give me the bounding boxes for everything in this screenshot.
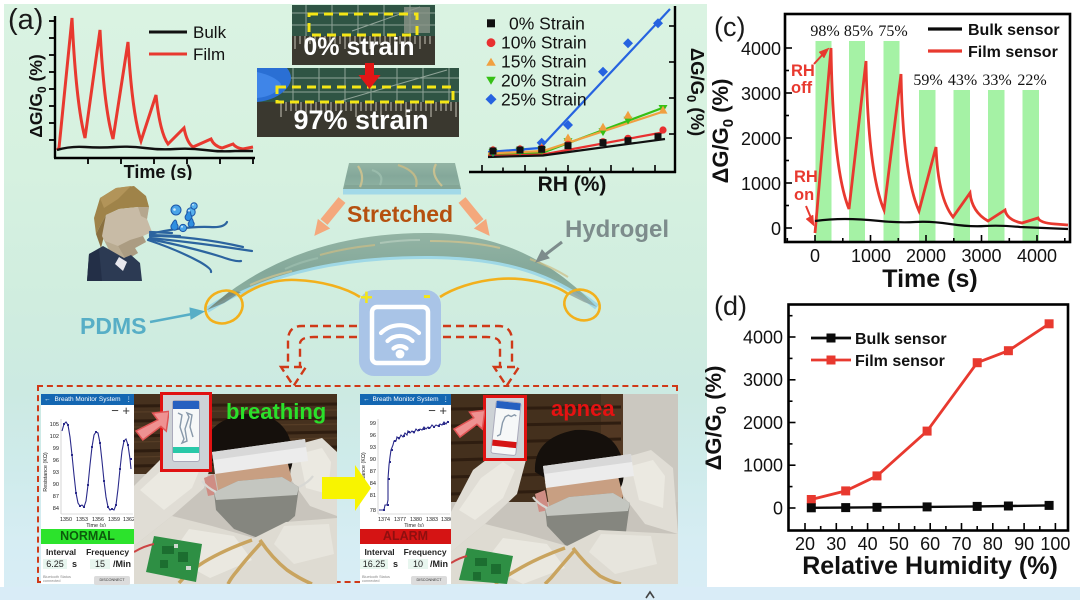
svg-text:1353: 1353 <box>76 517 88 523</box>
svg-text:80: 80 <box>983 534 1003 554</box>
svg-text:15% Strain: 15% Strain <box>501 52 587 72</box>
svg-text:Time (s): Time (s) <box>86 523 106 527</box>
svg-text:+: + <box>360 285 373 310</box>
svg-text:4000: 4000 <box>1017 246 1057 266</box>
svg-text:Time (s): Time (s) <box>404 523 424 527</box>
svg-text:96: 96 <box>53 458 59 464</box>
svg-text:59%: 59% <box>913 72 942 89</box>
svg-text:98%: 98% <box>810 23 839 40</box>
svg-text:3000: 3000 <box>961 246 1001 266</box>
svg-text:10% Strain: 10% Strain <box>501 33 587 53</box>
svg-text:1359: 1359 <box>108 517 120 523</box>
svg-text:22%: 22% <box>1017 72 1046 89</box>
svg-text:4000: 4000 <box>741 39 781 59</box>
svg-text:40: 40 <box>858 534 878 554</box>
svg-text:99: 99 <box>370 421 376 427</box>
svg-text:81: 81 <box>370 493 376 499</box>
svg-text:0% strain: 0% strain <box>303 33 414 61</box>
svg-text:2000: 2000 <box>743 413 783 433</box>
svg-text:1356: 1356 <box>92 517 104 523</box>
svg-text:70: 70 <box>951 534 971 554</box>
svg-text:60: 60 <box>920 534 940 554</box>
svg-text:1350: 1350 <box>60 517 72 523</box>
svg-text:Film sensor: Film sensor <box>855 353 945 370</box>
svg-text:on: on <box>794 186 814 204</box>
svg-text:1000: 1000 <box>741 174 781 194</box>
svg-text:1380: 1380 <box>410 517 422 523</box>
svg-text:90: 90 <box>1014 534 1034 554</box>
svg-text:43%: 43% <box>948 72 977 89</box>
svg-text:Resistance (KΩ): Resistance (KΩ) <box>361 452 367 492</box>
svg-text:off: off <box>791 79 813 97</box>
svg-text:Stretched: Stretched <box>347 201 453 227</box>
svg-text:0% Strain: 0% Strain <box>509 13 585 33</box>
svg-text:87: 87 <box>370 469 376 475</box>
svg-text:0: 0 <box>773 498 783 518</box>
svg-text:102: 102 <box>50 434 59 440</box>
svg-text:33%: 33% <box>982 72 1011 89</box>
svg-text:1374: 1374 <box>378 517 390 523</box>
svg-text:Time (s): Time (s) <box>124 162 193 180</box>
svg-text:87: 87 <box>53 494 59 500</box>
svg-text:1386: 1386 <box>441 517 451 523</box>
svg-text:25% Strain: 25% Strain <box>501 89 587 109</box>
svg-text:90: 90 <box>53 482 59 488</box>
svg-text:93: 93 <box>370 445 376 451</box>
svg-text:ΔG/G0 (%): ΔG/G0 (%) <box>26 54 49 137</box>
svg-text:90: 90 <box>370 457 376 463</box>
svg-text:ΔG/G0 (%): ΔG/G0 (%) <box>705 366 730 471</box>
svg-text:PDMS: PDMS <box>80 313 146 339</box>
svg-text:105: 105 <box>50 422 59 428</box>
svg-text:96: 96 <box>370 433 376 439</box>
svg-text:Time (s): Time (s) <box>882 265 977 292</box>
svg-text:ΔG/G0 (%): ΔG/G0 (%) <box>684 48 707 136</box>
svg-text:(d): (d) <box>714 291 747 321</box>
svg-text:Hydrogel: Hydrogel <box>565 216 669 243</box>
svg-text:1000: 1000 <box>743 456 783 476</box>
svg-text:1383: 1383 <box>426 517 438 523</box>
svg-text:20% Strain: 20% Strain <box>501 71 587 91</box>
svg-text:ΔG/G0 (%): ΔG/G0 (%) <box>708 79 737 184</box>
svg-text:1362: 1362 <box>123 517 134 523</box>
svg-text:3000: 3000 <box>741 84 781 104</box>
svg-text:30: 30 <box>826 534 846 554</box>
svg-text:2000: 2000 <box>741 129 781 149</box>
svg-text:Bulk sensor: Bulk sensor <box>968 22 1060 39</box>
svg-text:Resistance (KΩ): Resistance (KΩ) <box>43 452 49 492</box>
svg-text:Bulk: Bulk <box>193 23 227 42</box>
svg-text:84: 84 <box>370 481 376 487</box>
svg-text:1000: 1000 <box>851 246 891 266</box>
svg-text:75%: 75% <box>878 23 907 40</box>
svg-text:97% strain: 97% strain <box>293 105 428 135</box>
svg-text:0: 0 <box>771 219 781 239</box>
svg-text:93: 93 <box>53 470 59 476</box>
svg-text:0: 0 <box>810 246 820 266</box>
svg-text:100: 100 <box>1040 534 1070 554</box>
svg-text:Film sensor: Film sensor <box>968 44 1058 61</box>
svg-text:99: 99 <box>53 446 59 452</box>
svg-text:50: 50 <box>889 534 909 554</box>
svg-text:20: 20 <box>795 534 815 554</box>
svg-text:4000: 4000 <box>743 327 783 347</box>
svg-text:(c): (c) <box>714 12 745 42</box>
svg-text:3000: 3000 <box>743 370 783 390</box>
svg-text:85%: 85% <box>844 23 873 40</box>
svg-text:1377: 1377 <box>394 517 406 523</box>
svg-text:RH (%): RH (%) <box>538 173 607 196</box>
svg-text:2000: 2000 <box>906 246 946 266</box>
svg-text:RH: RH <box>791 62 815 80</box>
svg-text:RH: RH <box>794 168 818 186</box>
svg-text:Relative Humidity (%): Relative Humidity (%) <box>802 552 1058 580</box>
svg-text:Bulk sensor: Bulk sensor <box>855 331 947 348</box>
svg-text:-: - <box>423 282 431 309</box>
svg-text:Film: Film <box>193 45 225 64</box>
svg-text:78: 78 <box>370 508 376 514</box>
svg-text:84: 84 <box>53 506 59 512</box>
